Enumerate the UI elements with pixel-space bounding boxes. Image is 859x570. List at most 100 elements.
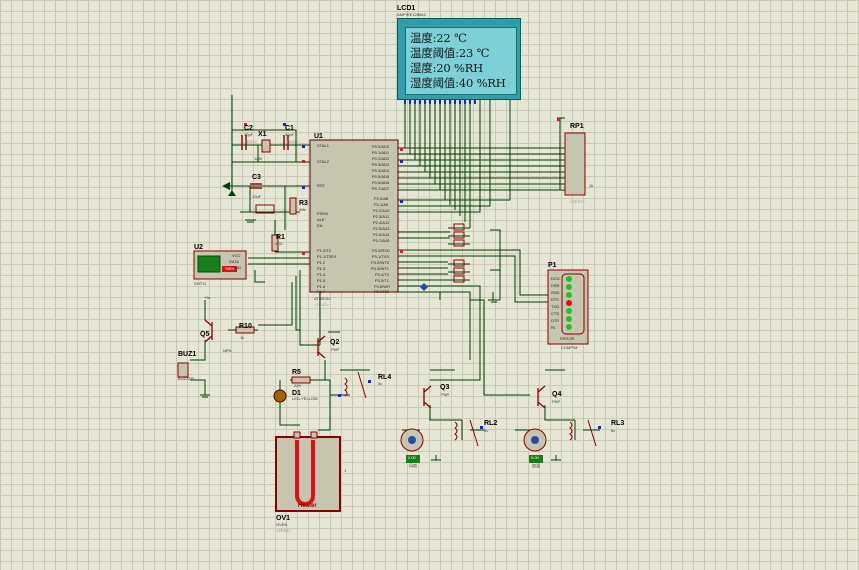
q3-ref: Q3 xyxy=(440,384,450,391)
q5-type: NPN xyxy=(223,348,232,353)
p1-pin: RTS xyxy=(551,297,559,302)
c1-ref: C1 xyxy=(285,125,294,132)
rp1-text: <TEXT> xyxy=(570,199,585,204)
mcu-pin-left: P1.2 xyxy=(317,260,326,265)
mcu-pin-right: P0.6/AD6 xyxy=(372,180,390,185)
lcd-line-1: 温度:22 ℃ xyxy=(410,31,467,45)
mcu-pin-right: P0.4/AD4 xyxy=(372,168,390,173)
mcu-pin-right: P2.5/A13 xyxy=(373,226,390,231)
dht11-lcd xyxy=(197,255,221,273)
mcu-text: <TEXT> xyxy=(314,302,329,307)
r5-val: 220 xyxy=(294,383,301,388)
mcu-body xyxy=(309,139,399,293)
r10-ref: R10 xyxy=(239,323,252,330)
u2-badge: %RH xyxy=(225,266,235,271)
compim-led-txd xyxy=(566,308,572,314)
compim-led-rxd xyxy=(566,292,572,298)
mcu-pin-right: P3.6/WR xyxy=(374,284,391,289)
mcu-pin-left: P1.4 xyxy=(317,272,326,277)
oven-terminal-right xyxy=(310,431,318,439)
lcd-module: 温度:22 ℃ 温度阈值:23 ℃ 湿度:20 %RH 湿度阈值:40 %RH xyxy=(397,18,521,100)
mcu-pin-left: XTAL2 xyxy=(317,159,329,164)
c2-val: 30pF xyxy=(244,132,254,137)
rp1-ref: RP1 xyxy=(570,123,584,130)
c3-val: 10uF xyxy=(252,194,262,199)
r3-val: 10k xyxy=(299,207,306,212)
rl4-val: 5v xyxy=(378,381,383,386)
oven-heater-coil xyxy=(295,440,315,506)
r5-ref: R5 xyxy=(292,369,301,376)
mcu-pin-right: P2.3/A11 xyxy=(373,214,390,219)
mcu-pin-right: P0.2/AD2 xyxy=(372,156,390,161)
rl3-val: 5v xyxy=(611,428,616,433)
rl2-ref: RL2 xyxy=(484,420,498,427)
mcu-pin-right: P3.7/RD xyxy=(374,289,390,294)
motor1-caption: 风扇 xyxy=(409,463,417,468)
motor2-val: 0.00 xyxy=(531,455,539,460)
resistor-r1 xyxy=(271,234,279,252)
lcd-line-2: 温度阈值:23 ℃ xyxy=(410,46,490,60)
lcd-line-3: 湿度:20 %RH xyxy=(410,61,483,75)
motor-fan xyxy=(400,428,424,463)
mcu-pin-left: ALE xyxy=(317,217,325,222)
rp1-body xyxy=(564,132,586,196)
mcu-pin-right: P0.0/AD0 xyxy=(372,144,390,149)
wire-group xyxy=(190,95,600,460)
lcd-screen: 温度:22 ℃ 温度阈值:23 ℃ 湿度:20 %RH 湿度阈值:40 %RH xyxy=(405,27,517,95)
dht11-badge-bg xyxy=(222,266,237,272)
resistor-r3 xyxy=(289,197,297,215)
p1-pin: DSR xyxy=(551,283,560,288)
q5-ref: Q5 xyxy=(200,331,210,338)
c3-ref: C3 xyxy=(252,174,261,181)
d1-ref: D1 xyxy=(292,390,301,397)
oven-terminal-left xyxy=(293,431,301,439)
c1-val: 30pF xyxy=(285,132,295,137)
lcd-pins xyxy=(404,100,476,104)
u2-part: DHT11 xyxy=(194,281,207,286)
p1-ref: P1 xyxy=(548,262,557,269)
lcd-part: AMPIRE128064 xyxy=(397,12,426,17)
p1-part: COMPIM xyxy=(561,345,578,350)
oven-temp: 1 xyxy=(344,468,347,473)
relay-symbols xyxy=(344,371,597,447)
mcu-pin-right: P2.7/A15 xyxy=(373,238,390,243)
compim-led-dcd xyxy=(566,276,572,282)
q4-type: PNP xyxy=(552,399,561,404)
mcu-pin-left: EA xyxy=(317,223,323,228)
r1-ref: R1 xyxy=(276,234,285,241)
ground-arrows xyxy=(222,182,236,196)
mcu-pin-right: P3.3/INT1 xyxy=(371,266,390,271)
mcu-pin-right: P2.6/A14 xyxy=(373,232,390,237)
mcu-pin-left: P1.6 xyxy=(317,284,326,289)
lcd-line-4: 湿度阈值:40 %RH xyxy=(410,76,506,90)
q5-vcc: +5v xyxy=(204,295,211,300)
crystal-x1 xyxy=(261,139,271,153)
p1-pin: DTR xyxy=(551,318,560,323)
rl3-ref: RL3 xyxy=(611,420,625,427)
probe-marker xyxy=(420,283,428,291)
mcu-pin-left: P1.3 xyxy=(317,266,326,271)
p1-caption: ERROR xyxy=(560,336,575,341)
p1-pin: RI xyxy=(551,325,555,330)
compim-led-dtr xyxy=(566,324,572,330)
reset-switch xyxy=(255,204,275,214)
mcu-pin-left: PSEN xyxy=(317,211,328,216)
mcu-pin-right: P3.4/T0 xyxy=(375,272,390,277)
mcu-pin-right: P0.5/AD5 xyxy=(372,174,390,179)
mcu-pin-right: P2.2/A10 xyxy=(373,208,390,213)
r10-val: 1k xyxy=(240,335,245,340)
mcu-pin-left: P1.0/T2 xyxy=(317,248,332,253)
mcu-pin-left: RST xyxy=(317,183,325,188)
r3-ref: R3 xyxy=(299,200,308,207)
led-d1 xyxy=(273,389,287,403)
buz1-ref: BUZ1 xyxy=(178,351,197,358)
mcu-ref: U1 xyxy=(314,133,323,140)
q4-ref: Q4 xyxy=(552,391,562,398)
resistor-r10 xyxy=(235,326,255,334)
c2-text: <TEXT> xyxy=(242,139,257,144)
mcu-pin-right: P3.5/T1 xyxy=(375,278,390,283)
oven-body xyxy=(275,436,341,512)
q2-ref: Q2 xyxy=(330,339,340,346)
u2-pin: DATA xyxy=(229,259,240,264)
